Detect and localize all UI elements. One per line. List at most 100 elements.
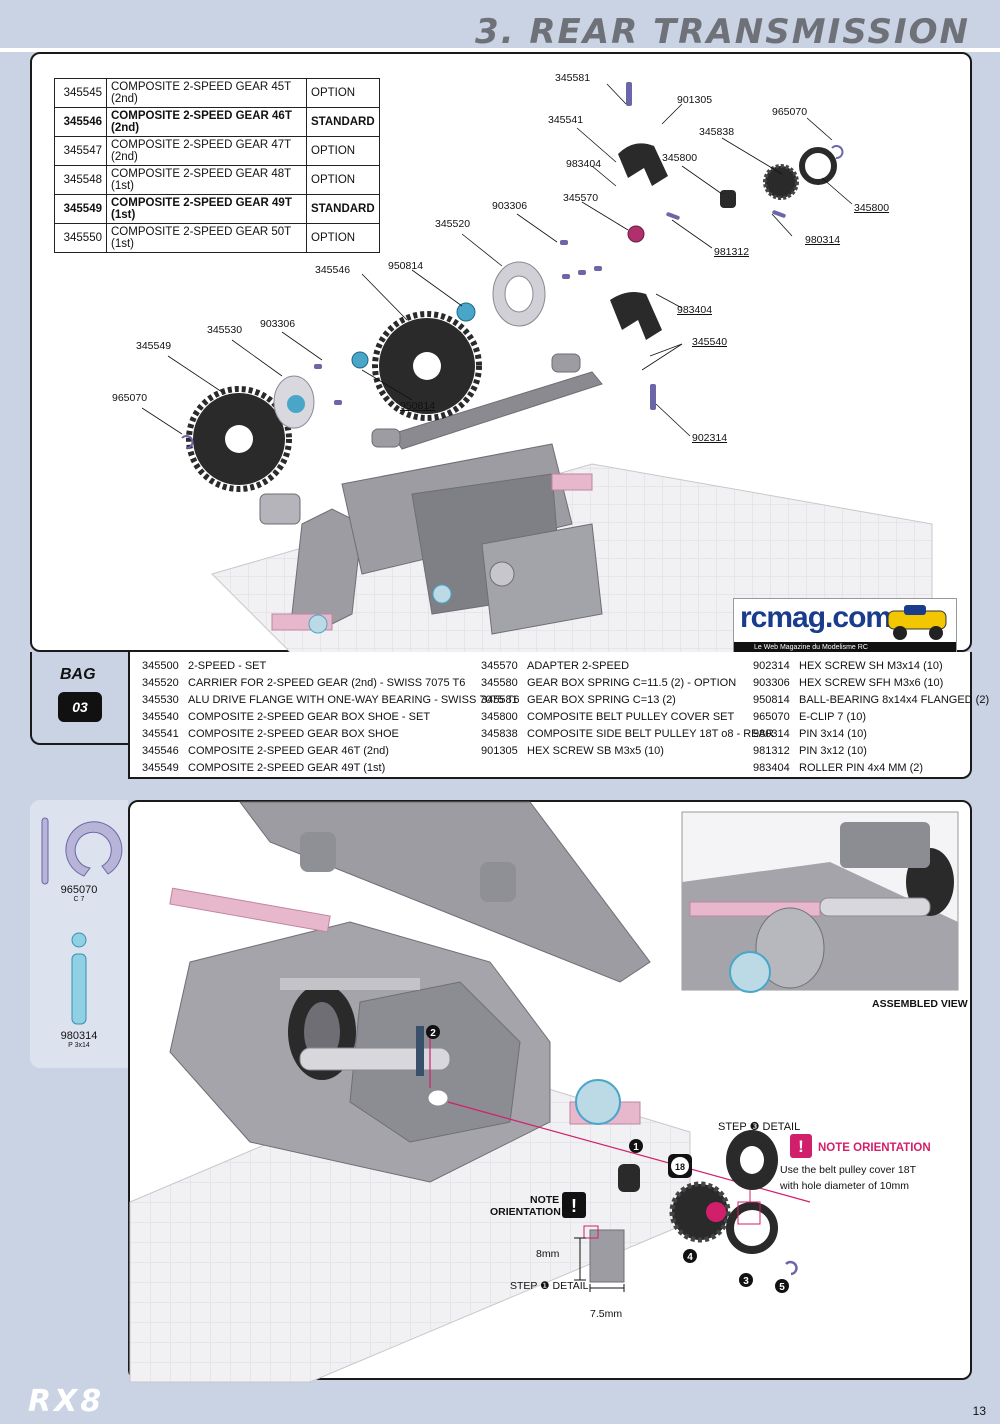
part-row: 901305 HEX SCREW SB M3x5 (10) xyxy=(481,743,774,760)
bag-tab: BAG 03 xyxy=(30,652,130,745)
note-text-line2: with hole diameter of 10mm xyxy=(780,1180,909,1192)
eclip-b xyxy=(181,435,194,449)
gear-table-cell-type: OPTION xyxy=(306,136,380,166)
part-row: 345838 COMPOSITE SIDE BELT PULLEY 18T o8 … xyxy=(481,726,774,743)
part-description: HEX SCREW SB M3x5 (10) xyxy=(527,745,664,757)
gear-table-cell-name: COMPOSITE 2-SPEED GEAR 45T (2nd) xyxy=(106,78,307,108)
assembly-panel: 1 2 3 4 5 18 ! ! ASSEMBLED VIEW STEP ❸ D… xyxy=(128,800,972,1383)
page-title: 3. REAR TRANSMISSION xyxy=(474,12,970,52)
label-983404-a: 983404 xyxy=(566,158,602,170)
note-left-line2: ORIENTATION xyxy=(490,1206,561,1218)
dim-7-5mm: 7.5mm xyxy=(590,1308,623,1320)
part-code: 345838 xyxy=(481,728,518,740)
part-description: GEAR BOX SPRING C=11.5 (2) - OPTION xyxy=(527,677,737,689)
side-item-code: 980314 xyxy=(60,1030,98,1042)
part-code: 950814 xyxy=(753,694,790,706)
shoe-345540 xyxy=(610,292,662,340)
label-950814-a: 950814 xyxy=(388,260,424,272)
part-description: COMPOSITE 2-SPEED GEAR BOX SHOE xyxy=(188,728,399,740)
part-code: 965070 xyxy=(753,711,790,723)
eclip-icon xyxy=(41,817,123,885)
part-description: COMPOSITE 2-SPEED GEAR 49T (1st) xyxy=(188,762,386,774)
part-row: 981312 PIN 3x12 (10) xyxy=(753,743,989,760)
part-code: 903306 xyxy=(753,677,790,689)
pulley-part xyxy=(669,1181,731,1243)
part-description: GEAR BOX SPRING C=13 (2) xyxy=(527,694,676,706)
bearing-950814-b xyxy=(456,302,476,322)
gear-table-cell-name: COMPOSITE 2-SPEED GEAR 48T (1st) xyxy=(106,165,307,195)
part-description: E-CLIP 7 (10) xyxy=(799,711,867,723)
side-item-980314: 980314 P 3x14 xyxy=(30,1030,128,1049)
part-code: 901305 xyxy=(481,745,518,757)
dim-8mm: 8mm xyxy=(536,1248,560,1260)
part-code: 345546 xyxy=(142,745,179,757)
part-code: 345540 xyxy=(142,711,179,723)
part-code: 345581 xyxy=(481,694,518,706)
label-345546: 345546 xyxy=(315,264,351,276)
gear-table-cell-type: STANDARD xyxy=(306,107,380,137)
part-code: 345800 xyxy=(481,711,518,723)
part-code: 983404 xyxy=(753,762,790,774)
part-row: 345581 GEAR BOX SPRING C=13 (2) xyxy=(481,692,774,709)
page-number: 13 xyxy=(972,1404,986,1418)
part-code: 345520 xyxy=(142,677,179,689)
part-description: COMPOSITE SIDE BELT PULLEY 18T o8 - REAR xyxy=(527,728,774,740)
part-description: PIN 3x12 (10) xyxy=(799,745,867,757)
part-description: COMPOSITE BELT PULLEY COVER SET xyxy=(527,711,735,723)
part-row: 345541 COMPOSITE 2-SPEED GEAR BOX SHOE xyxy=(142,726,520,743)
label-345581: 345581 xyxy=(555,72,591,84)
part-code: 980314 xyxy=(753,728,790,740)
label-965070-b: 965070 xyxy=(112,392,148,404)
hardware-sidebar: 965070 C 7 980314 P 3x14 xyxy=(30,800,128,1068)
part-row: 903306 HEX SCREW SFH M3x6 (10) xyxy=(753,675,989,692)
gear-table-cell-code: 345546 xyxy=(54,107,107,137)
part-code: 345570 xyxy=(481,660,518,672)
label-345800-a: 345800 xyxy=(662,152,698,164)
part-code: 345541 xyxy=(142,728,179,740)
part-code: 345530 xyxy=(142,694,179,706)
side-item-965070: 965070 C 7 xyxy=(30,884,128,903)
part-description: BALL-BEARING 8x14x4 FLANGED (2) xyxy=(799,694,990,706)
gear-345546 xyxy=(372,311,482,421)
part-code: 981312 xyxy=(753,745,790,757)
pulley-345838 xyxy=(763,164,799,200)
label-345530: 345530 xyxy=(207,324,243,336)
part-description: HEX SCREW SFH M3x6 (10) xyxy=(799,677,944,689)
rcmag-brand: rcmag.com xyxy=(740,601,892,634)
rcmag-watermark: rcmag.com Le Web Magazine du Modelisme R… xyxy=(733,598,957,654)
label-981312: 981312 xyxy=(714,246,750,258)
note-orientation-title: NOTE ORIENTATION xyxy=(818,1142,931,1154)
note-left-line1: NOTE xyxy=(530,1194,560,1206)
label-345549: 345549 xyxy=(136,340,172,352)
side-item-code: 965070 xyxy=(60,884,98,896)
step3-detail-caption: STEP ❸ DETAIL xyxy=(718,1121,801,1133)
step1-detail-caption: STEP ❶ DETAIL xyxy=(510,1280,589,1292)
assembly-diagram xyxy=(129,801,959,1383)
pulley-cover-345800 xyxy=(720,190,736,208)
label-903306-a: 903306 xyxy=(492,200,528,212)
gear-table-cell-name: COMPOSITE 2-SPEED GEAR 47T (2nd) xyxy=(106,136,307,166)
assembled-view-caption: ASSEMBLED VIEW xyxy=(872,998,968,1010)
label-345520: 345520 xyxy=(435,218,471,230)
side-item-sub: C 7 xyxy=(73,896,85,903)
clip-part xyxy=(785,1260,798,1276)
gear-table-cell-code: 345547 xyxy=(54,136,107,166)
gear-table-cell-code: 345549 xyxy=(54,194,107,224)
number-badges xyxy=(426,1025,789,1293)
part-description: ALU DRIVE FLANGE WITH ONE-WAY BEARING - … xyxy=(188,694,520,706)
gear-table-cell-name: COMPOSITE 2-SPEED GEAR 50T (1st) xyxy=(106,223,307,253)
